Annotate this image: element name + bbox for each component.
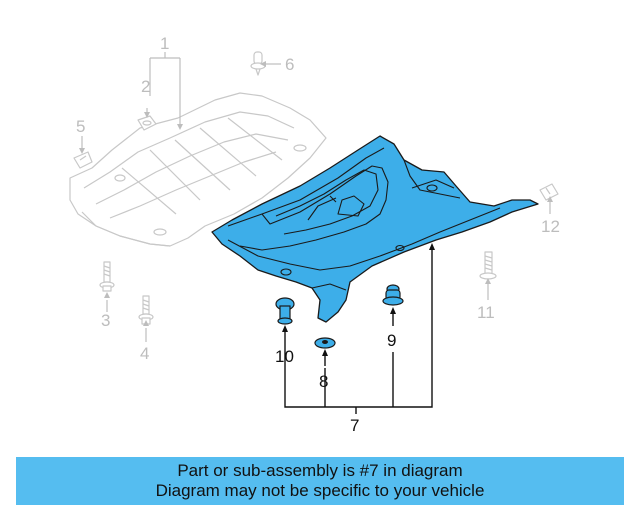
banner-line-2: Diagram may not be specific to your vehi… (155, 481, 485, 500)
front-underbody-panel (69, 92, 327, 247)
clip-12 (539, 183, 559, 201)
callout-1: 1 (160, 34, 169, 53)
dark-leaders (284, 248, 433, 414)
callout-3: 3 (101, 311, 110, 330)
callout-4: 4 (140, 344, 149, 363)
callout-2: 2 (141, 77, 150, 96)
dark-arrowheads (282, 243, 435, 356)
rear-underbody-shield (211, 135, 539, 323)
callout-12: 12 (541, 217, 560, 236)
fastener-9 (382, 284, 404, 306)
clip-5 (73, 151, 93, 169)
grey-arrowheads (79, 61, 553, 326)
callout-7: 7 (350, 416, 359, 435)
push-pin-6 (250, 51, 266, 76)
callout-11: 11 (477, 303, 495, 322)
banner-line-1: Part or sub-assembly is #7 in diagram (177, 461, 463, 480)
bolt-11 (479, 251, 497, 280)
callout-8: 8 (319, 372, 328, 391)
callout-5: 5 (76, 117, 85, 136)
parts-diagram: 1 2 5 6 3 4 11 12 10 8 9 7 (69, 34, 560, 435)
callout-6: 6 (285, 55, 294, 74)
clip-2 (137, 115, 157, 131)
fastener-8 (314, 337, 336, 349)
grey-leaders (81, 52, 551, 342)
bolt-4 (138, 295, 154, 325)
info-banner: Part or sub-assembly is #7 in diagram Di… (16, 457, 624, 505)
fastener-10 (275, 297, 295, 325)
callout-9: 9 (387, 331, 396, 350)
bolt-3 (99, 261, 115, 292)
callout-10: 10 (275, 347, 294, 366)
